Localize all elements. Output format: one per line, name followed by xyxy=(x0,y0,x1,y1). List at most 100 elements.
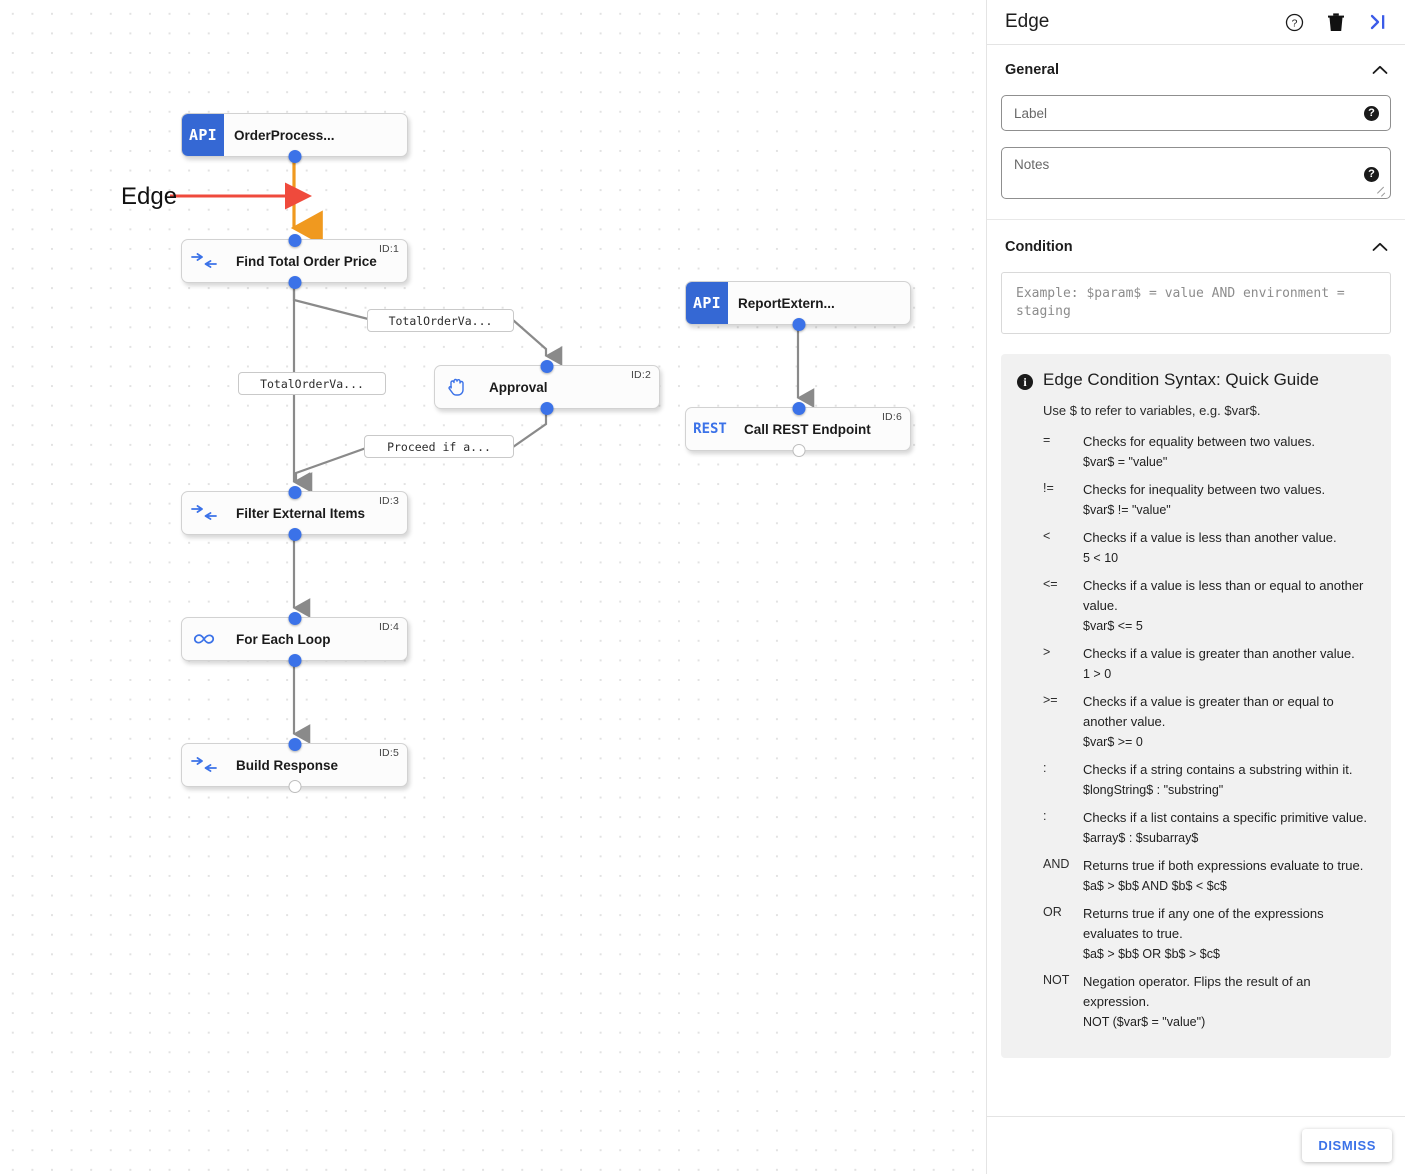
delete-icon[interactable] xyxy=(1325,11,1347,33)
notes-input[interactable] xyxy=(1002,148,1390,198)
node-label: For Each Loop xyxy=(236,631,331,647)
operator-symbol: : xyxy=(1043,809,1047,823)
dismiss-button[interactable]: DISMISS xyxy=(1302,1129,1392,1162)
operator-symbol: AND xyxy=(1043,857,1070,871)
api-badge: API xyxy=(686,282,728,324)
label-help-icon[interactable]: ? xyxy=(1364,106,1379,121)
edge-label-chip[interactable]: TotalOrderVa... xyxy=(367,309,514,332)
operator-example: $var$ <= 5 xyxy=(1083,619,1143,633)
operator-symbol: OR xyxy=(1043,905,1062,919)
panel-body: General ? ? Condition xyxy=(987,45,1405,1174)
section-title: General xyxy=(1005,62,1059,78)
flow-canvas[interactable]: Edge API OrderProcess... Find Total Orde… xyxy=(0,0,986,1174)
label-input[interactable] xyxy=(1002,105,1390,121)
node-build-response[interactable]: Build Response ID:5 xyxy=(181,737,408,793)
node-filter-external-items[interactable]: Filter External Items ID:3 xyxy=(181,485,408,541)
node-label: Find Total Order Price xyxy=(236,253,377,269)
operator-example: $var$ = "value" xyxy=(1083,455,1168,469)
operator-example: $var$ != "value" xyxy=(1083,503,1171,517)
node-input-port[interactable] xyxy=(792,401,806,415)
operator-row: : Checks if a list contains a specific pr… xyxy=(1043,808,1375,848)
node-id-badge: ID:6 xyxy=(881,411,902,423)
operator-description: Checks for inequality between two values… xyxy=(1083,482,1326,497)
operator-symbol: : xyxy=(1043,761,1047,775)
merge-arrows-icon xyxy=(182,492,226,534)
node-input-port[interactable] xyxy=(540,359,554,373)
operator-description: Negation operator. Flips the result of a… xyxy=(1083,974,1311,1009)
edge-label-chip[interactable]: TotalOrderVa... xyxy=(238,372,386,395)
chevron-up-icon[interactable] xyxy=(1371,238,1389,256)
operator-example: $array$ : $subarray$ xyxy=(1083,831,1199,845)
section-general-header[interactable]: General xyxy=(1001,61,1391,79)
operator-description: Checks if a string contains a substring … xyxy=(1083,762,1353,777)
operator-row: != Checks for inequality between two valu… xyxy=(1043,480,1375,520)
operator-symbol: > xyxy=(1043,645,1051,659)
notes-field[interactable]: ? xyxy=(1001,147,1391,199)
label-field[interactable]: ? xyxy=(1001,95,1391,131)
node-approval[interactable]: Approval ID:2 xyxy=(434,359,660,415)
node-output-port[interactable] xyxy=(288,527,301,541)
panel-footer: DISMISS xyxy=(987,1116,1405,1174)
node-label: ReportExtern... xyxy=(738,295,835,311)
condition-quick-guide: i Edge Condition Syntax: Quick Guide Use… xyxy=(1001,354,1391,1058)
node-label: OrderProcess... xyxy=(234,127,335,143)
condition-box[interactable] xyxy=(1001,272,1391,334)
node-id-badge: ID:5 xyxy=(378,747,399,759)
merge-arrows-icon xyxy=(182,240,226,282)
node-input-port[interactable] xyxy=(288,737,301,751)
node-input-port[interactable] xyxy=(288,233,301,247)
annotation-label: Edge xyxy=(121,183,178,210)
node-call-rest-endpoint[interactable]: REST Call REST Endpoint ID:6 xyxy=(685,401,911,457)
operator-description: Checks if a value is greater than or equ… xyxy=(1083,694,1334,729)
node-output-port[interactable] xyxy=(792,317,806,331)
operator-symbol: != xyxy=(1043,481,1054,495)
operator-description: Checks if a value is less than another v… xyxy=(1083,530,1337,545)
panel-header: Edge ? xyxy=(987,0,1405,45)
operator-example: $a$ > $b$ OR $b$ > $c$ xyxy=(1083,947,1220,961)
chevron-up-icon[interactable] xyxy=(1371,61,1389,79)
operator-description: Returns true if both expressions evaluat… xyxy=(1083,858,1364,873)
operator-example: $var$ >= 0 xyxy=(1083,735,1143,749)
condition-input[interactable] xyxy=(1014,283,1378,323)
node-id-badge: ID:3 xyxy=(378,495,399,507)
node-output-port[interactable] xyxy=(540,401,554,415)
edge-label-chip[interactable]: Proceed if a... xyxy=(364,435,514,458)
section-condition-header[interactable]: Condition xyxy=(1001,238,1391,256)
operator-row: >Checks if a value is greater than anoth… xyxy=(1043,644,1375,684)
section-title: Condition xyxy=(1005,239,1073,255)
node-order-process[interactable]: API OrderProcess... xyxy=(181,113,408,163)
info-icon: i xyxy=(1017,370,1043,1040)
notes-help-icon[interactable]: ? xyxy=(1364,167,1379,182)
operator-symbol: < xyxy=(1043,529,1051,543)
node-input-port[interactable] xyxy=(288,611,301,625)
rest-badge: REST xyxy=(693,421,727,437)
node-output-port[interactable] xyxy=(792,443,806,457)
node-input-port[interactable] xyxy=(288,485,301,499)
help-icon[interactable]: ? xyxy=(1283,11,1305,33)
panel-title: Edge xyxy=(1005,11,1050,32)
operator-row: < Checks if a value is less than another … xyxy=(1043,528,1375,568)
guide-title: Edge Condition Syntax: Quick Guide xyxy=(1043,370,1319,389)
node-output-port[interactable] xyxy=(288,779,301,793)
node-output-port[interactable] xyxy=(288,653,301,667)
operator-row: AND Returns true if both expressions eval… xyxy=(1043,856,1375,896)
section-condition: Condition i Edge Condition Syntax: Quick… xyxy=(987,220,1405,1078)
collapse-panel-icon[interactable] xyxy=(1367,11,1389,33)
operator-symbol: >= xyxy=(1043,693,1058,707)
node-label: Build Response xyxy=(236,757,339,773)
operator-list: =Checks for equality between two values.… xyxy=(1043,432,1375,1032)
operator-row: =Checks for equality between two values.… xyxy=(1043,432,1375,472)
operator-example: 5 < 10 xyxy=(1083,551,1119,565)
node-output-port[interactable] xyxy=(288,149,301,163)
node-output-port[interactable] xyxy=(288,275,301,289)
node-find-total-order-price[interactable]: Find Total Order Price ID:1 xyxy=(181,233,408,289)
edges-layer xyxy=(170,157,815,744)
operator-description: Checks if a list contains a specific pri… xyxy=(1083,810,1367,825)
node-id-badge: ID:4 xyxy=(378,621,399,633)
node-report-external[interactable]: API ReportExtern... xyxy=(685,281,911,331)
node-for-each-loop[interactable]: For Each Loop ID:4 xyxy=(181,611,408,667)
operator-example: NOT ($var$ = "value") xyxy=(1083,1015,1206,1029)
node-label: Filter External Items xyxy=(236,505,366,521)
